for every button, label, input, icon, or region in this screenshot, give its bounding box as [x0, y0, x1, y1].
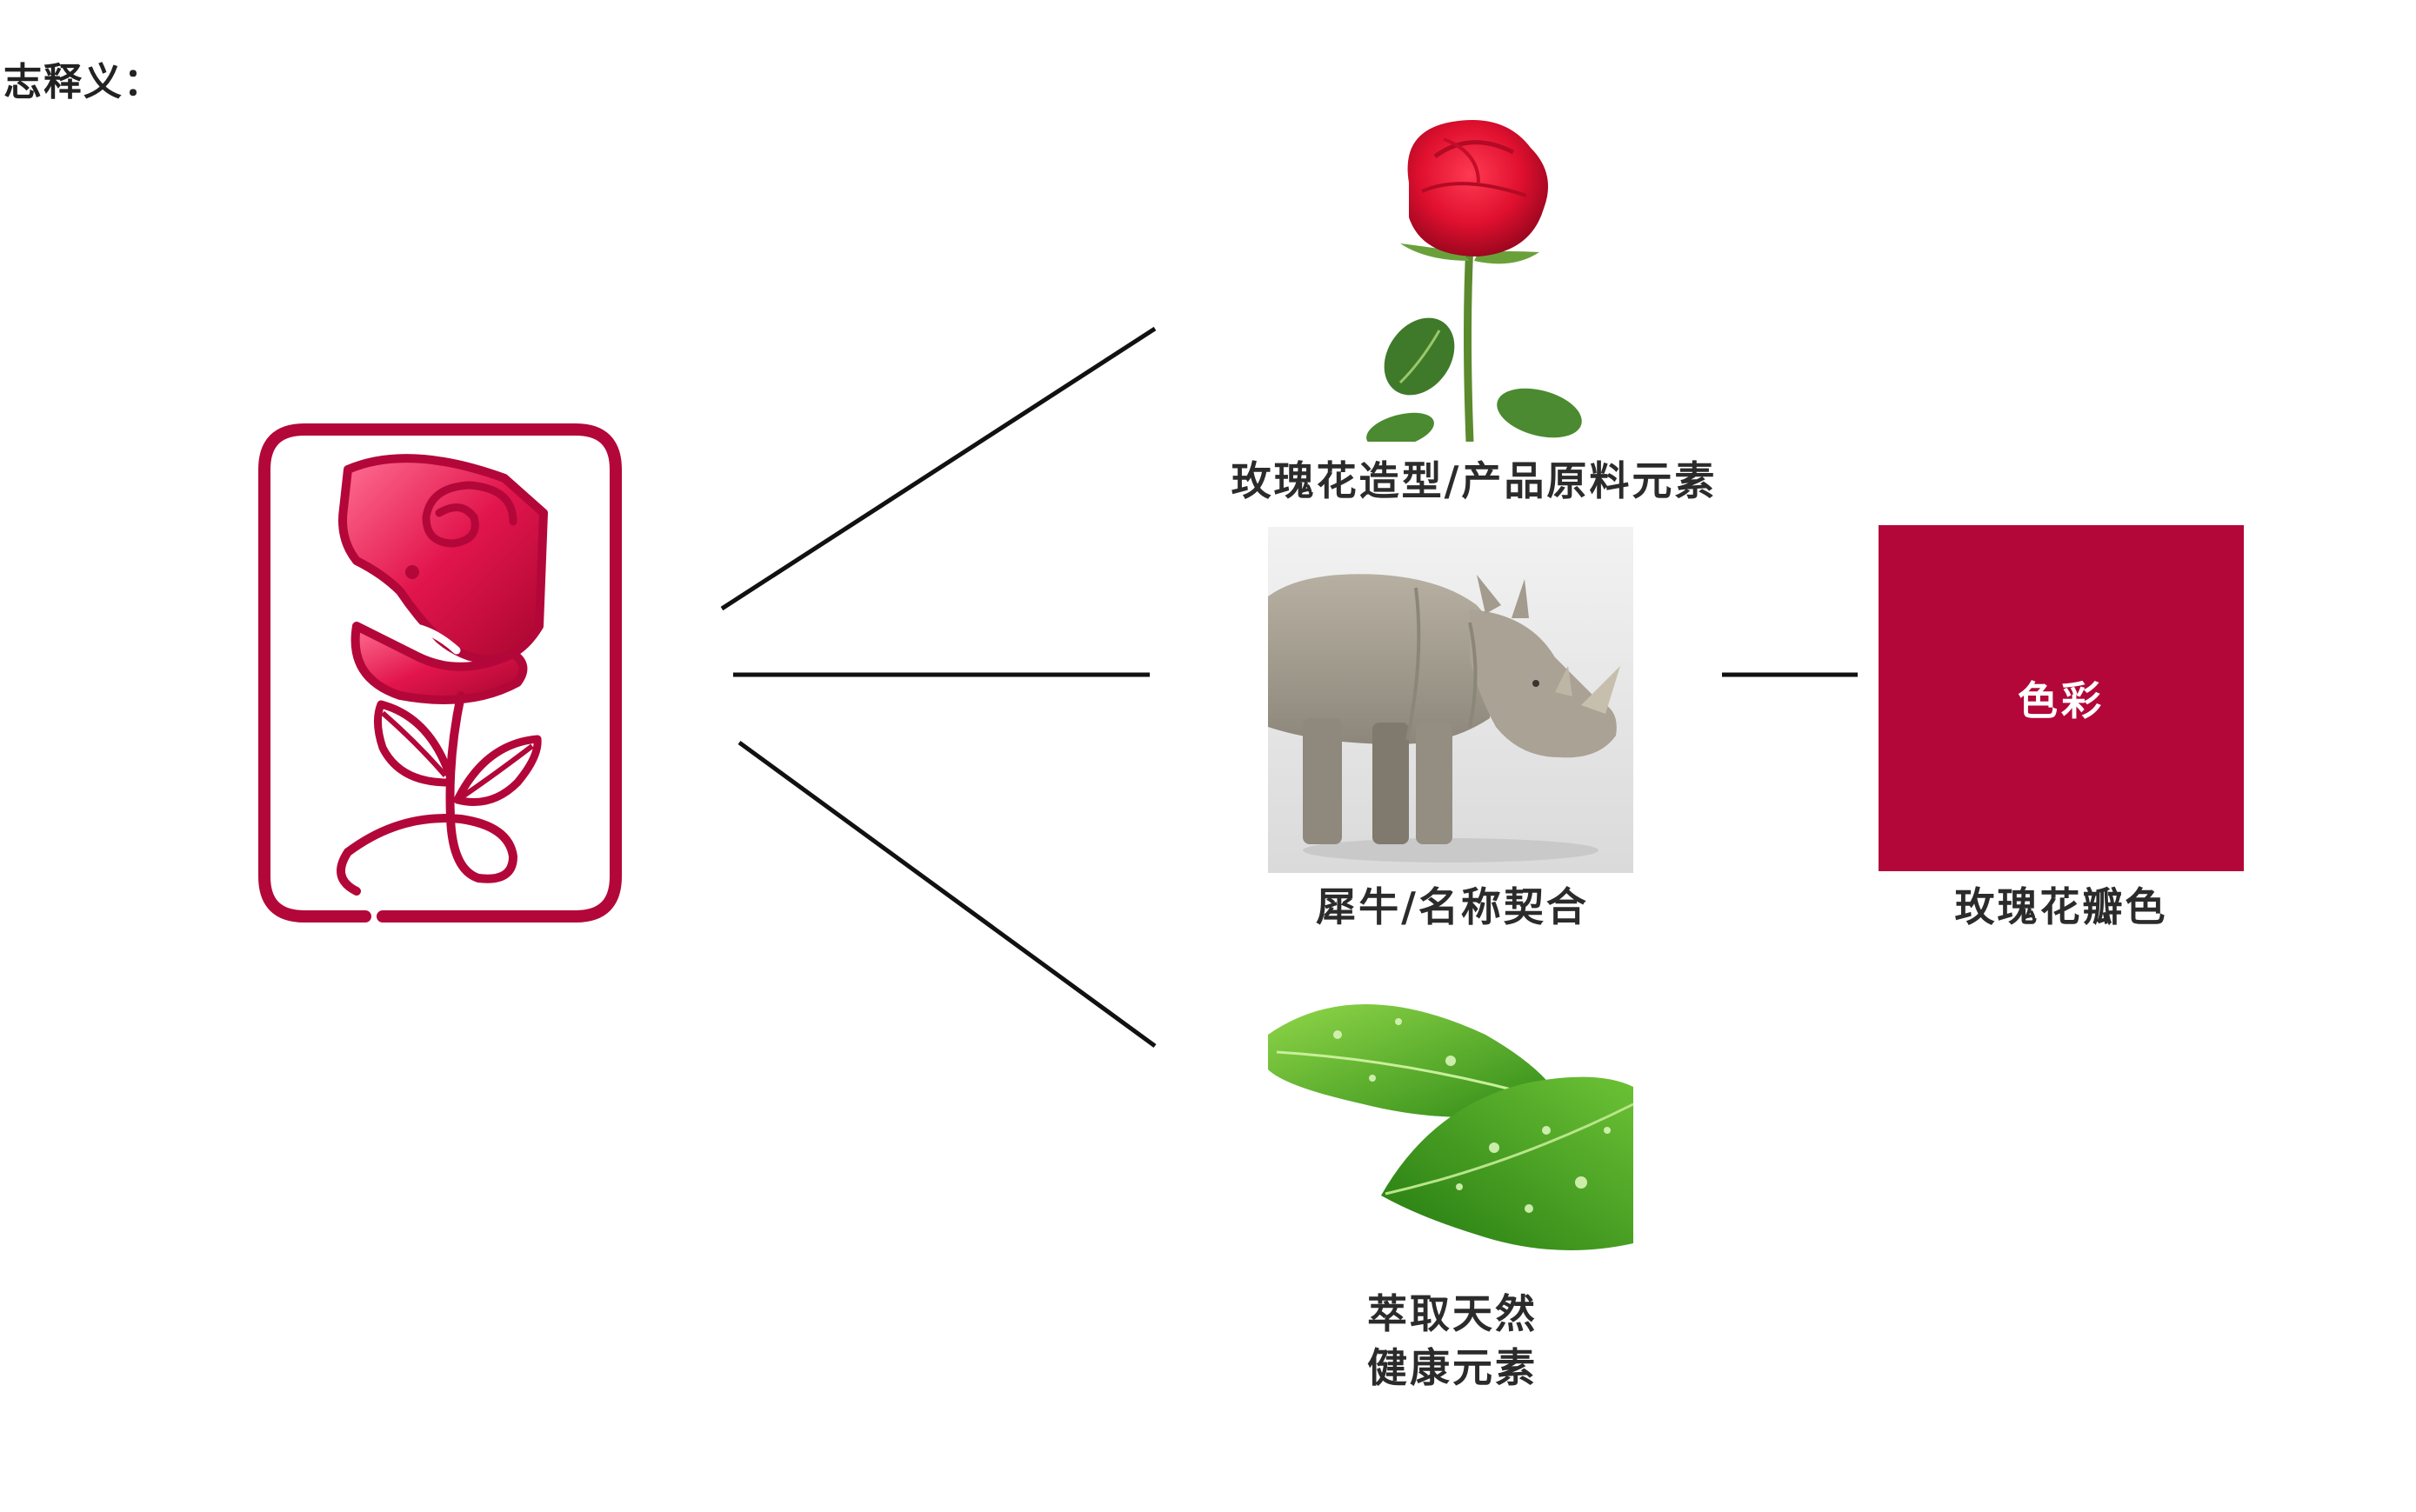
rhino-image [1268, 527, 1633, 873]
leaves-caption: 萃取天然 健康元素 [1244, 1287, 1661, 1395]
connector-to-rose [720, 326, 1157, 611]
rose-caption: 玫瑰花造型/产品原料元素 [1231, 457, 1718, 504]
color-swatch: 色彩 [1879, 525, 2244, 871]
green-leaves-image [1268, 982, 1633, 1278]
rose-rhino-logo-icon [252, 417, 628, 929]
color-swatch-label: 色彩 [2018, 677, 2105, 724]
rhino-caption: 犀牛/名称契合 [1316, 883, 1589, 930]
leaves-caption-line-2: 健康元素 [1367, 1344, 1538, 1391]
connector-to-leaves [737, 740, 1157, 1049]
leaves-caption-line-1: 萃取天然 [1367, 1290, 1538, 1337]
color-caption: 玫瑰花瓣色 [1954, 883, 2168, 930]
page-heading: 志释义： [3, 60, 164, 104]
red-rose-image [1339, 113, 1609, 442]
